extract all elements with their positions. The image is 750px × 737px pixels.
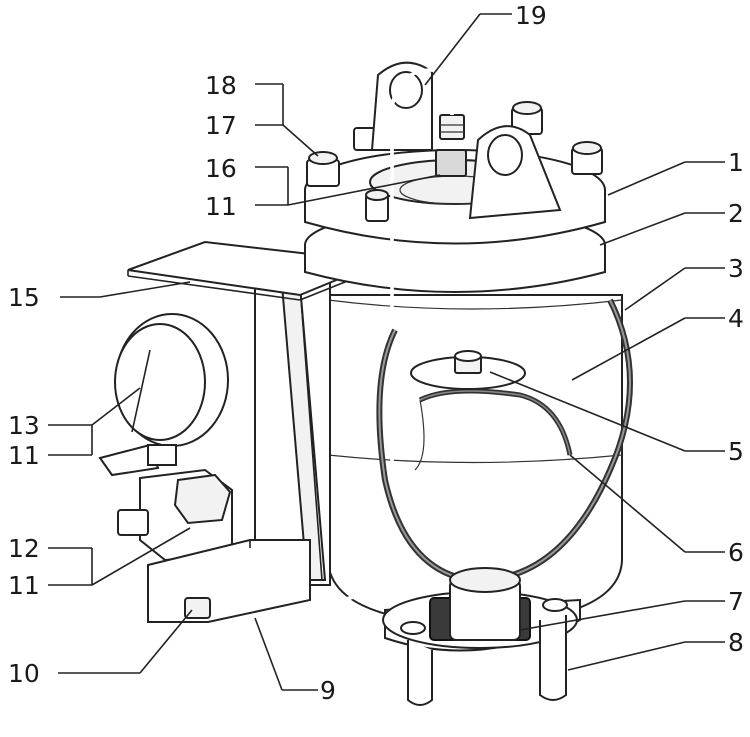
label-2: 2	[728, 199, 744, 228]
holder-disc	[410, 350, 526, 390]
label-13: 13	[8, 411, 40, 440]
bolt-nut	[571, 141, 603, 175]
bolt-nut	[511, 101, 543, 135]
label-16: 16	[205, 154, 237, 183]
part-labels: 19 18 17 16 11 1 2 3 4 5 6 7 8 15 13 11 …	[8, 1, 744, 705]
label-11-lower: 11	[8, 571, 40, 600]
label-3: 3	[728, 254, 744, 283]
label-18: 18	[205, 71, 237, 100]
label-19: 19	[515, 1, 547, 30]
central-fitting	[435, 114, 467, 177]
label-11-top: 11	[205, 192, 237, 221]
lower-block	[147, 539, 311, 623]
valve-block	[117, 468, 233, 562]
label-5: 5	[728, 437, 744, 466]
label-1: 1	[728, 148, 744, 177]
label-15: 15	[8, 283, 40, 312]
label-11-middle: 11	[8, 441, 40, 470]
label-9: 9	[320, 676, 336, 705]
pressure-gauge	[98, 313, 229, 477]
label-7: 7	[728, 587, 744, 616]
bolt-nut	[365, 189, 389, 222]
label-17: 17	[205, 111, 237, 140]
support-stand	[254, 279, 331, 586]
leader-lines	[48, 13, 725, 691]
lifting-lugs	[370, 61, 562, 220]
legs	[407, 615, 567, 706]
label-8: 8	[728, 628, 744, 657]
label-10: 10	[8, 659, 40, 688]
bottom-outlet	[382, 567, 581, 652]
bolt-nut	[306, 151, 340, 187]
label-4: 4	[728, 304, 744, 333]
label-12: 12	[8, 534, 40, 563]
label-6: 6	[728, 538, 744, 567]
